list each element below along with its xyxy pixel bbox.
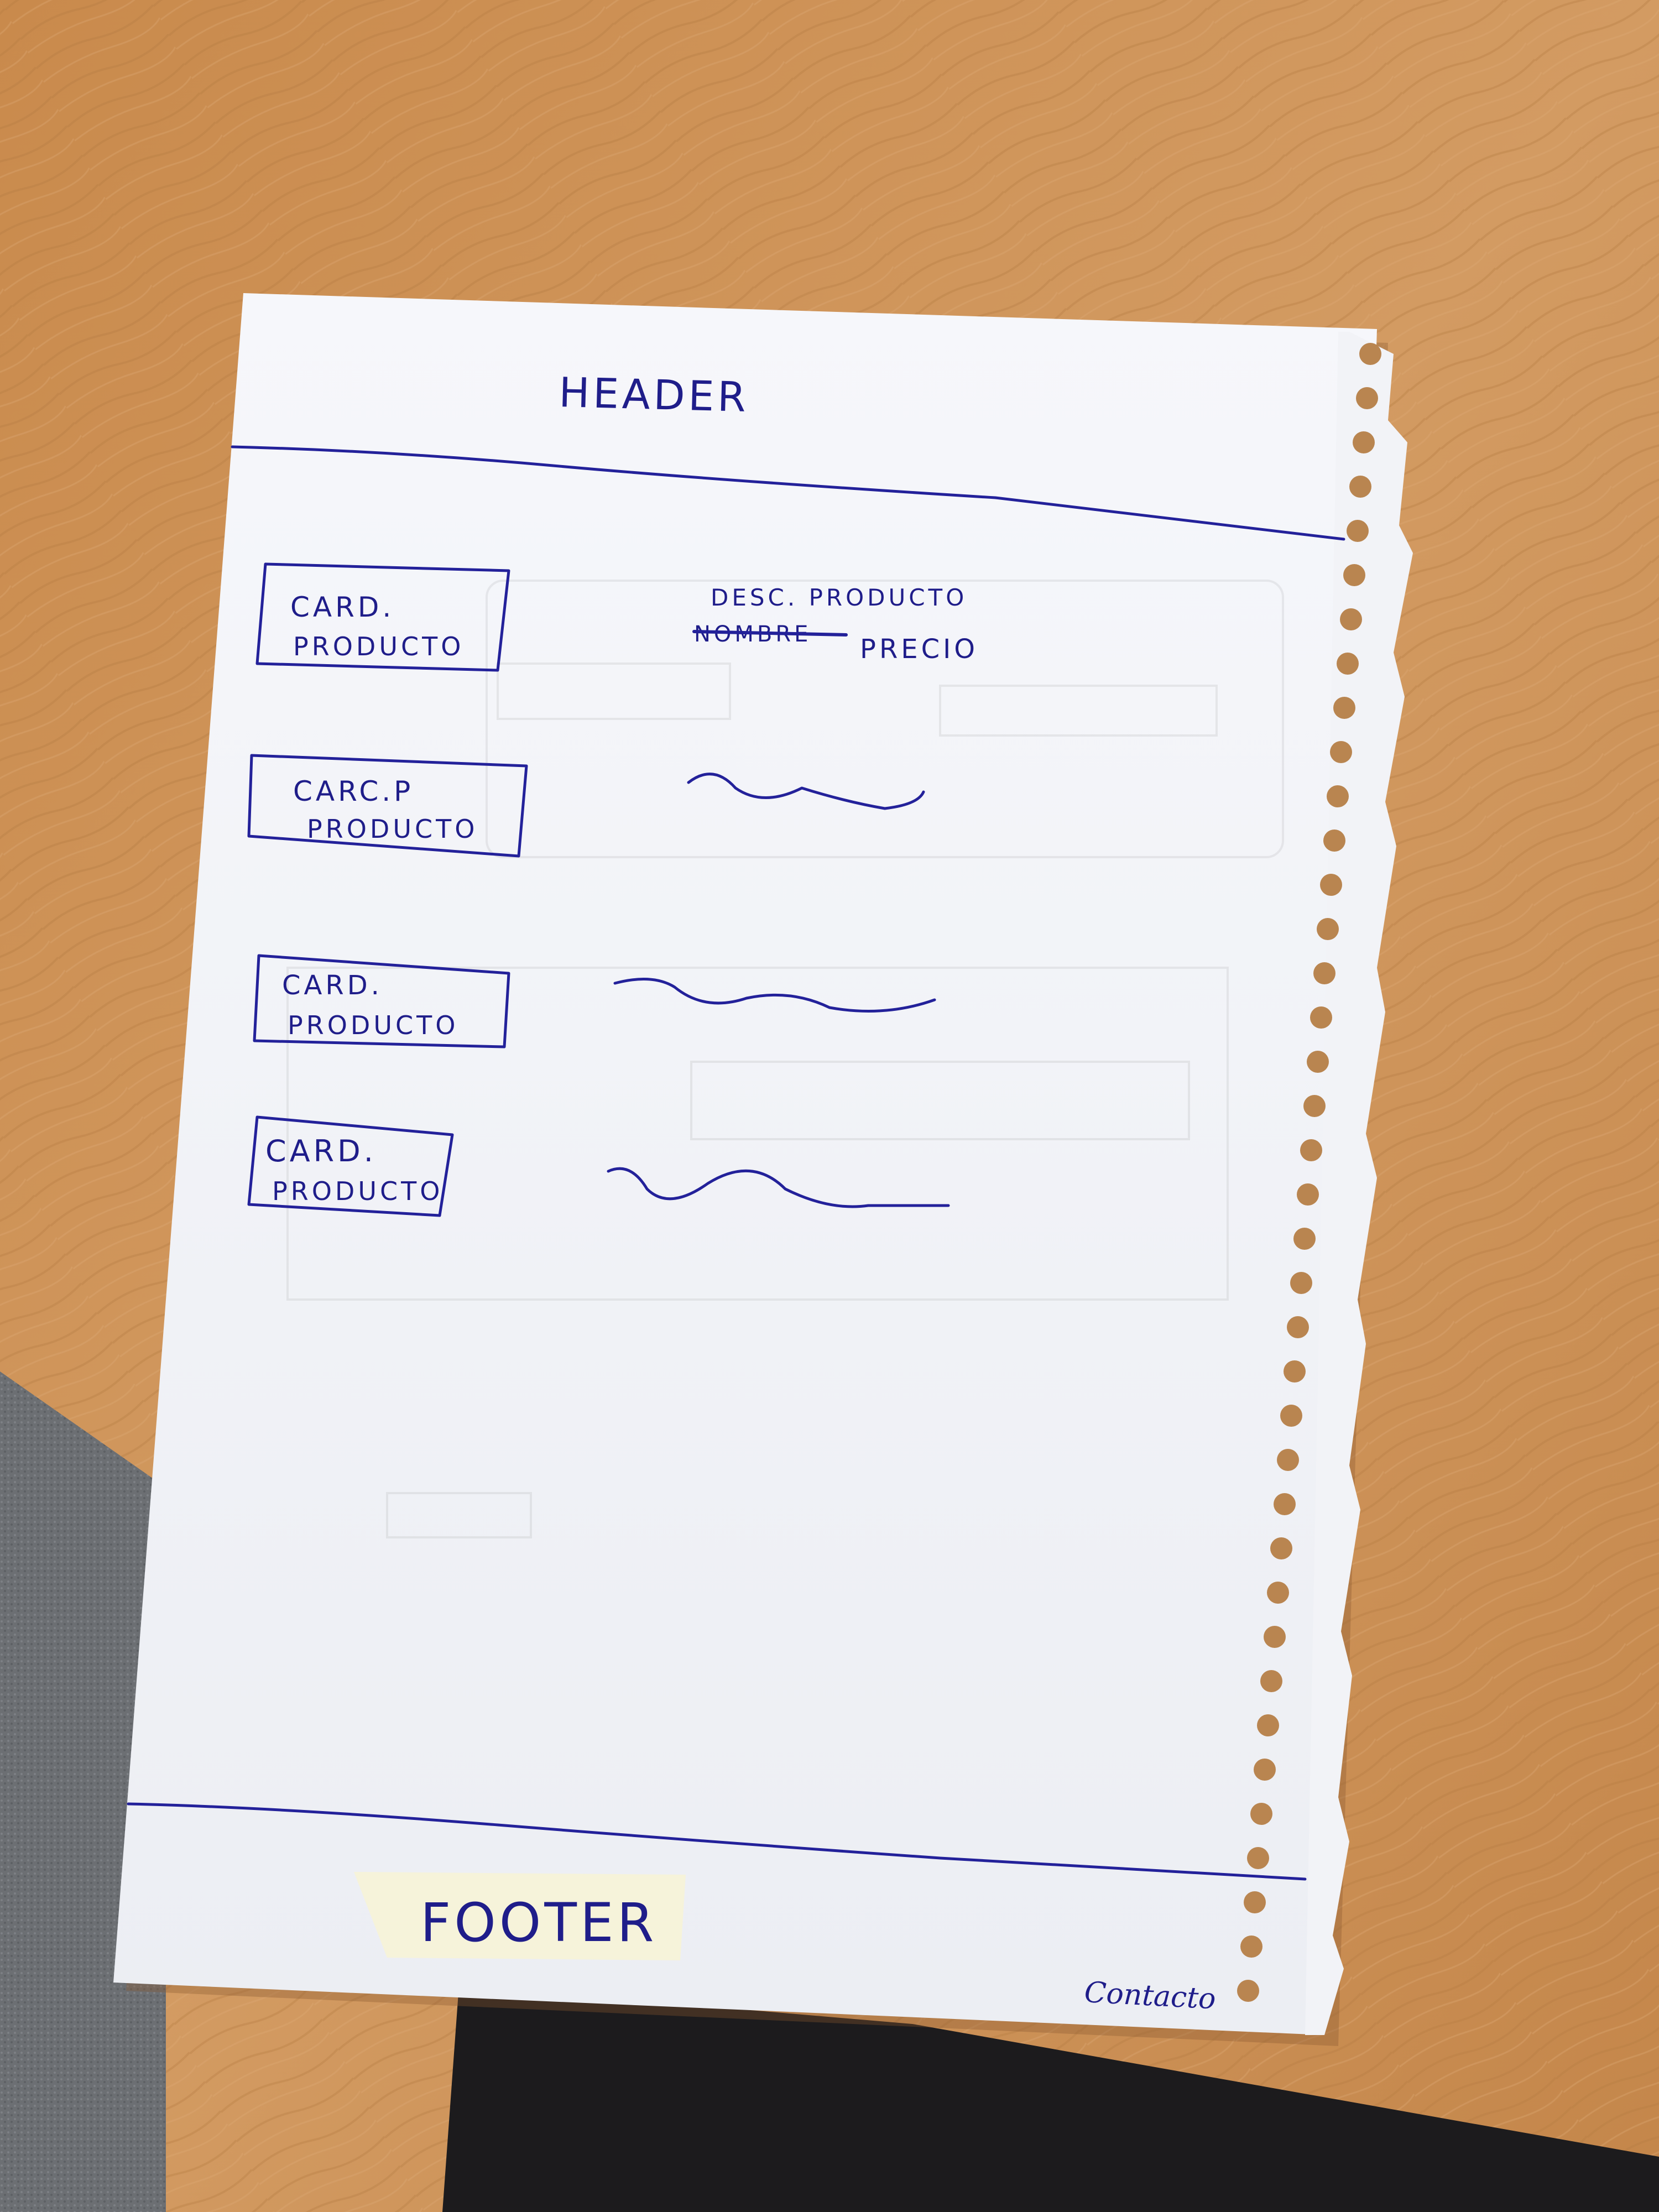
- svg-text:PRODUCTO: PRODUCTO: [288, 1010, 458, 1040]
- bleed-through-sketch: [286, 580, 1284, 1538]
- header-label: HEADER: [559, 369, 750, 421]
- floor-area: [0, 1371, 166, 2212]
- product-detail: DESC. PRODUCTO NOMBRE PRECIO: [692, 584, 978, 665]
- svg-text:CARD.: CARD.: [265, 1134, 377, 1168]
- svg-text:PRODUCTO: PRODUCTO: [307, 814, 478, 844]
- contact-label: Contacto: [1083, 1976, 1217, 2016]
- product-card: CARD. PRODUCTO: [247, 1115, 454, 1217]
- product-card: CARD. PRODUCTO: [253, 954, 510, 1048]
- squiggle-placeholder: [607, 1167, 950, 1208]
- dark-object: [442, 1985, 1659, 2212]
- svg-text:PRODUCTO: PRODUCTO: [272, 1176, 443, 1206]
- footer-divider-line: [127, 1802, 1307, 1881]
- squiggle-placeholder: [687, 773, 925, 810]
- product-description-label: DESC. PRODUCTO: [711, 584, 967, 611]
- svg-text:PRODUCTO: PRODUCTO: [293, 632, 464, 661]
- svg-text:CARC.P: CARC.P: [293, 775, 414, 807]
- product-card: CARC.P PRODUCTO: [247, 754, 528, 858]
- squiggle-placeholder: [613, 978, 936, 1013]
- svg-text:CARD.: CARD.: [290, 591, 394, 623]
- product-card: CARD. PRODUCTO: [255, 562, 510, 672]
- masking-tape: [354, 1872, 686, 1960]
- product-price-label: PRECIO: [860, 634, 978, 665]
- perforated-edge: [1237, 332, 1413, 2035]
- svg-text:CARD.: CARD.: [282, 970, 383, 1001]
- paper-sheet: [113, 293, 1377, 2035]
- header-divider-line: [231, 445, 1345, 541]
- footer-label: FOOTER: [420, 1892, 657, 1954]
- strikethrough-line: [692, 630, 848, 637]
